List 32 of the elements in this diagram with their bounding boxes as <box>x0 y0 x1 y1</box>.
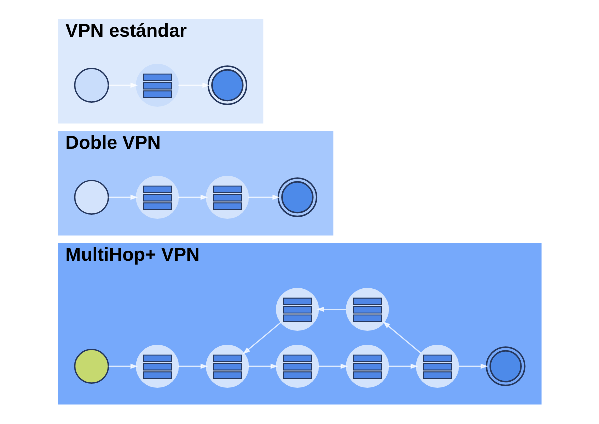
arrow <box>242 322 281 354</box>
arrow <box>178 364 208 370</box>
node-picture <box>136 64 179 107</box>
arrow <box>108 364 138 370</box>
arrow <box>318 364 348 370</box>
cluster: MultiHop+ VPN <box>58 243 542 405</box>
node-picture <box>276 345 319 388</box>
node-picture <box>136 176 179 219</box>
node-picture <box>416 345 459 388</box>
arrow <box>382 322 421 354</box>
node-picture <box>277 178 318 218</box>
node-picture <box>136 345 179 388</box>
arrow <box>108 194 138 200</box>
arrow <box>248 194 280 200</box>
node-picture <box>276 288 319 332</box>
cluster: VPN estándar <box>58 19 264 124</box>
arrow <box>108 82 138 88</box>
arrow <box>178 194 208 200</box>
node-person <box>74 68 109 103</box>
node-picture <box>346 345 389 388</box>
node-picture <box>485 346 526 386</box>
arrow <box>388 364 418 370</box>
arrow <box>178 82 210 88</box>
node-person <box>74 349 109 384</box>
arrow <box>248 364 278 370</box>
arrow <box>316 306 346 312</box>
node-person <box>74 180 109 215</box>
arrow <box>458 364 488 370</box>
cluster: Doble VPN <box>58 131 334 236</box>
node-picture <box>206 176 249 219</box>
node-picture <box>207 66 248 106</box>
node-picture <box>346 288 389 332</box>
